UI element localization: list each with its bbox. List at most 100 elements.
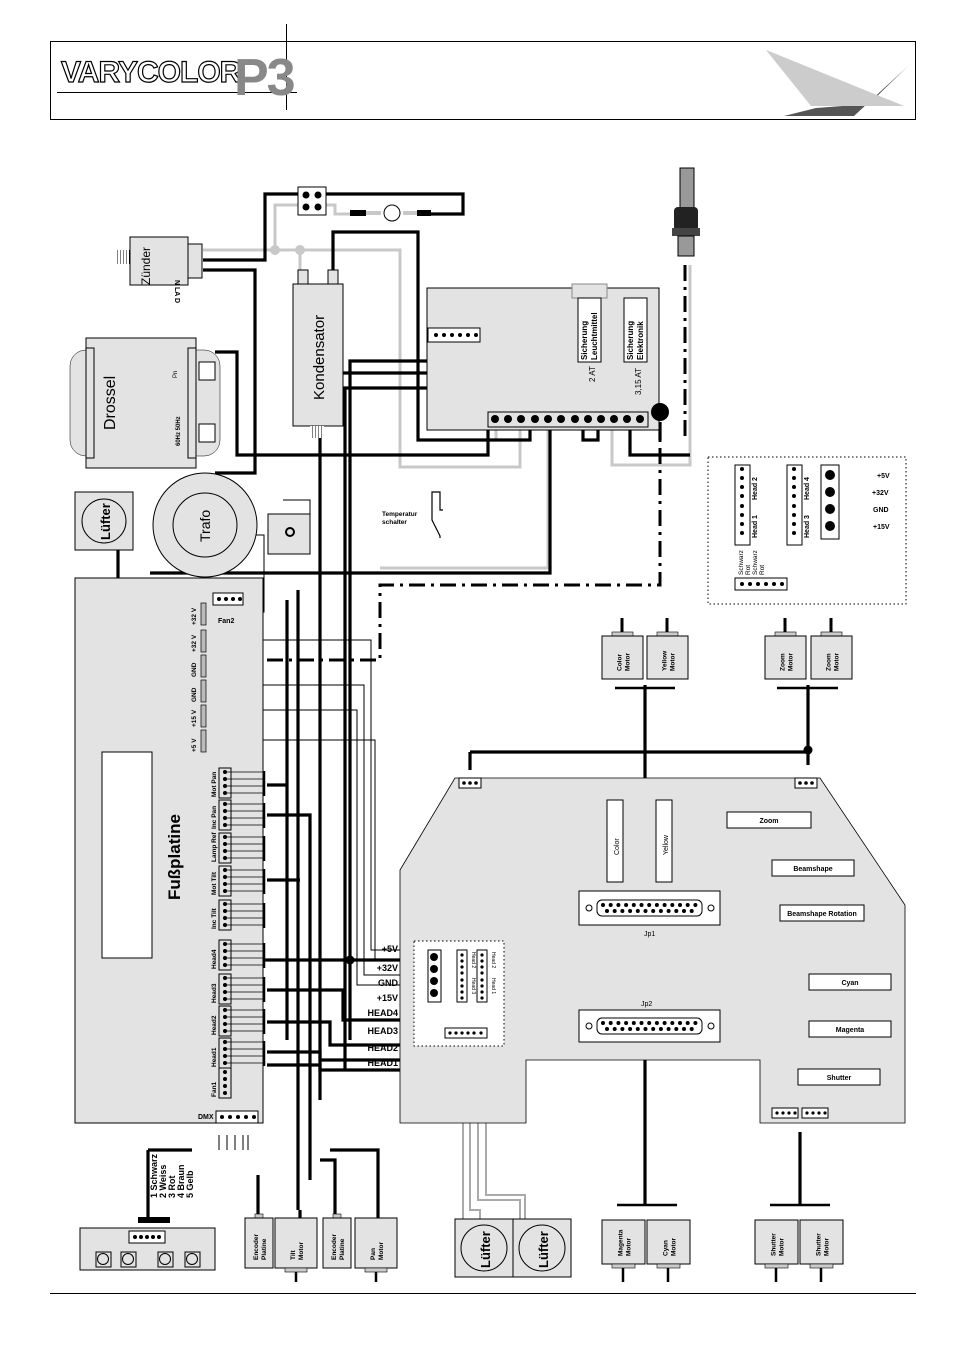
base-connector-inc-tilt: Inc Tilt [211,899,266,931]
fuse2-label: Elektronik [636,321,645,360]
trafo-label: Trafo [197,510,213,542]
svg-text:Platine: Platine [339,1238,346,1260]
fuse2-rating: 3,15 AT [634,368,643,395]
brand-logo-text: VARYCOLOR [60,55,242,89]
svg-text:HEAD4: HEAD4 [367,1008,398,1018]
svg-text:Motor: Motor [626,1237,633,1256]
kondensator-label: Kondensator [311,315,328,400]
svg-text:Head 3: Head 3 [470,978,476,994]
junction-dot [803,745,813,755]
drossel-frequency: 60Hz 50Hz [176,416,182,446]
svg-text:Encoder: Encoder [331,1234,338,1260]
wires [116,192,810,1220]
svg-text:Shutter: Shutter [827,1075,852,1082]
driver-cyan: Cyan [808,973,892,991]
temperature-switch: Temperatur schalter [382,491,443,538]
svg-text:GND: GND [191,687,198,702]
connector-label: Inc Tilt [211,907,218,929]
svg-text:+15V: +15V [377,993,398,1003]
svg-text:Head 2: Head 2 [470,952,476,968]
ballast-drossel: Drossel Pn 60Hz 50Hz [69,337,221,469]
svg-text:+5V: +5V [382,944,398,954]
chip-color-label: Color [614,838,621,855]
svg-text:Magenta: Magenta [618,1229,625,1256]
base-connector-inc-pan: Inc Pan [211,799,266,831]
transformer-trafo: Trafo [152,472,258,578]
base-board-fussplatine: Fußplatine Fan2 +32 V +32 V GND GND +15 … [74,577,266,1124]
connector-label: Head2 [211,1015,218,1035]
logo-underline [57,92,297,93]
svg-text:Motor: Motor [298,1241,305,1260]
connector-label: Head1 [211,1047,218,1067]
svg-text:Motor: Motor [834,652,841,671]
svg-text:+15V: +15V [873,524,890,531]
svg-text:GND: GND [191,662,198,677]
fan-luefter-top: Lüfter [74,491,134,551]
svg-text:Motor: Motor [788,652,795,671]
svg-text:Motor: Motor [378,1241,385,1260]
power-supply-board: Sicherung Leuchtmittel 2 AT Sicherung El… [426,283,669,431]
base-connector-fan1: Fan1 [211,1067,232,1099]
earth-screw-icon [651,403,669,421]
junction-dot [270,245,280,255]
luefter-label: Lüfter [536,1231,551,1268]
base-connector-mot-pan: Mot Pan [211,767,266,799]
svg-text:Color: Color [617,654,624,671]
page-header: VARYCOLOR P3 [50,24,916,120]
head-board: Color Yellow Jp1 Jp2 ZoomBeamshapeBeamsh… [399,777,906,1124]
svg-text:Tilt: Tilt [290,1250,297,1260]
luefter-label: Lüfter [478,1231,493,1268]
driver-beamshape-rotation: Beamshape Rotation [779,904,865,922]
footer-rule [50,1293,916,1294]
svg-text:Yellow: Yellow [662,650,669,671]
svg-text:5 Gelb: 5 Gelb [185,1170,195,1198]
svg-text:Cyan: Cyan [841,980,858,987]
svg-text:Schwarz: Schwarz [738,550,745,575]
connector-label: Fan1 [211,1081,218,1097]
junction-dot [345,955,355,965]
base-connector-head4: Head4 [211,939,266,971]
driver-zoom: Zoom [726,811,812,829]
fuse2-label: Sicherung [626,321,635,360]
svg-text:4 Braun: 4 Braun [176,1164,186,1198]
svg-text:Motor: Motor [671,1237,678,1256]
base-connector-head2: Head2 [211,1005,266,1037]
svg-text:Rot: Rot [759,565,766,575]
svg-text:+32 V: +32 V [191,634,198,652]
base-connector-lamp-ref: Lamp Ref [211,832,266,864]
junction-dot [295,245,305,255]
connector-label: Inc Pan [211,806,218,829]
svg-text:Encoder: Encoder [253,1234,260,1260]
base-connector-head3: Head3 [211,973,266,1005]
connector-label: Head3 [211,983,218,1003]
drossel-label: Drossel [102,376,119,430]
screw-terminals [491,415,644,423]
base-connector-head1: Head1 [211,1037,266,1069]
svg-text:+32 V: +32 V [191,607,198,625]
svg-text:Zoom: Zoom [780,653,787,671]
svg-text:Rot: Rot [745,565,752,575]
cable-gland [672,167,700,257]
base-board-title: Fußplatine [165,814,184,900]
svg-text:Schwarz: Schwarz [752,550,759,575]
chip-yellow-label: Yellow [663,834,670,855]
svg-text:+5V: +5V [877,473,890,480]
jp2-label: Jp2 [641,1001,652,1008]
svg-text:Shutter: Shutter [771,1233,778,1256]
svg-text:Motor: Motor [779,1237,786,1256]
svg-text:GND: GND [378,978,399,988]
svg-text:HEAD2: HEAD2 [367,1043,398,1053]
fan-luefter-bottom: Lüfter Lüfter [454,1218,572,1278]
jp1-label: Jp1 [644,931,655,938]
connector-label: Mot Pan [211,772,218,797]
bridge-rectifier [267,513,311,555]
driver-shutter: Shutter [797,1068,881,1086]
svg-text:Zoom: Zoom [759,818,778,825]
